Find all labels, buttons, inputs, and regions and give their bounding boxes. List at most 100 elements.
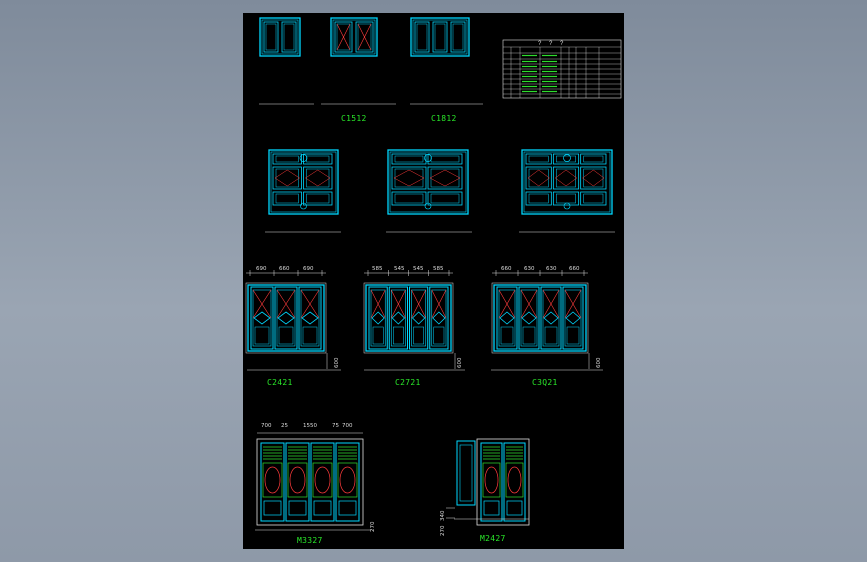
win-row2a-cell xyxy=(272,166,302,190)
win-row2b-open-mark xyxy=(393,169,425,187)
win-row2b-inner xyxy=(389,151,467,213)
c2421-open-mark xyxy=(300,289,320,319)
win-row2c-cell xyxy=(580,166,607,190)
c3021-lower-panel xyxy=(522,326,536,345)
win-row2b-cell xyxy=(391,153,427,165)
win-row2c-cell-inner xyxy=(583,155,604,163)
c2421-leaf xyxy=(250,286,274,350)
win-row2b-cell xyxy=(427,166,463,190)
win-row2a-open-mark xyxy=(274,169,300,187)
m2427-outer xyxy=(476,438,530,526)
c3021-lower-panel xyxy=(500,326,514,345)
c3021-leaf xyxy=(496,286,518,350)
win-row2c-cell-inner xyxy=(556,193,576,204)
label-c1812: C1812 xyxy=(431,114,457,123)
win-row2b-outer xyxy=(387,149,469,215)
dim-c3021-3: 630 xyxy=(546,266,557,272)
label-m3327: M3327 xyxy=(297,536,323,545)
m3327-kick-panel xyxy=(263,500,282,516)
c1512b-pane-inner xyxy=(336,23,351,51)
c3021-open-mark xyxy=(564,289,582,319)
c2421-open-mark xyxy=(252,289,272,319)
c1812-inner xyxy=(412,19,468,55)
win-row2a-cell-inner xyxy=(306,193,330,204)
c2721-lower-panel xyxy=(413,326,424,345)
c2421-medallion xyxy=(253,311,271,325)
m3327-ornament xyxy=(339,466,356,494)
c1512a-inner xyxy=(261,19,299,55)
c1512b-pane-inner xyxy=(357,23,372,51)
c2721-leaf xyxy=(368,286,388,350)
c2721-open-mark xyxy=(431,289,447,319)
dim-m3327-5: 700 xyxy=(342,423,353,429)
m2427-panel xyxy=(482,462,501,498)
win-row2c-open-mark xyxy=(527,169,550,187)
win-row2c-open-mark xyxy=(582,169,605,187)
c3021-medallion xyxy=(565,311,581,325)
c1512b-outer xyxy=(330,17,378,57)
c3021-leaf-inner xyxy=(564,289,582,347)
win-row2a-cell xyxy=(303,191,333,206)
win-row2b-rosette xyxy=(424,154,432,162)
m3327-leaf xyxy=(335,442,360,522)
m3327-outer xyxy=(256,438,364,526)
win-row2c-cell-inner xyxy=(556,168,576,188)
m3327-ornament xyxy=(314,466,331,494)
c1812-pane-inner xyxy=(452,23,464,51)
c3021-medallion xyxy=(543,311,559,325)
win-row2b-cell-inner xyxy=(394,155,424,163)
win-row2b-cell-inner xyxy=(430,155,460,163)
c1512a-pane xyxy=(263,21,279,53)
dim-m2427-v1: 270 xyxy=(440,525,446,537)
dim-c3021-2: 630 xyxy=(524,266,535,272)
c2721-open-mark xyxy=(370,289,386,319)
c2721-leaf xyxy=(388,286,408,350)
c2721-medallion xyxy=(371,311,385,325)
c3021-leaf-inner xyxy=(520,289,538,347)
c2721-medallion xyxy=(391,311,406,325)
win-row2a-cell xyxy=(272,191,302,206)
dim-m3327-3: 1550 xyxy=(303,423,317,429)
win-row2c-cell-inner xyxy=(583,193,604,204)
c2421-medallion xyxy=(277,311,295,325)
win-row2a-cell xyxy=(303,166,333,190)
c2421-leaf-inner xyxy=(300,289,320,347)
label-c2721: C2721 xyxy=(395,378,421,387)
c1812-pane-inner xyxy=(434,23,446,51)
win-row2c-cell xyxy=(552,153,580,165)
c3021-medallion xyxy=(521,311,537,325)
c2421-leaf xyxy=(274,286,298,350)
win-row2b-cell xyxy=(391,166,427,190)
c1512a-pane xyxy=(281,21,297,53)
win-row2b-cell xyxy=(427,191,463,206)
win-row2a-cell-inner xyxy=(275,193,299,204)
table-title: ? ? ? xyxy=(538,41,567,47)
win-row2b-cell-inner xyxy=(430,168,460,188)
win-row2c-cell xyxy=(552,166,580,190)
dim-m3327-1: 700 xyxy=(261,423,272,429)
c2421-lower-panel xyxy=(278,326,294,345)
cad-drawing xyxy=(245,17,622,531)
c1812-pane xyxy=(450,21,466,53)
c1512b-open-mark xyxy=(336,23,351,51)
c2421-leaf-inner xyxy=(276,289,296,347)
dim-c3021-4: 660 xyxy=(569,266,580,272)
m2427-side-window xyxy=(456,440,476,506)
c2421-open-mark xyxy=(276,289,296,319)
m3327-kick-panel xyxy=(313,500,332,516)
label-c2421: C2421 xyxy=(267,378,293,387)
win-row2a-cell xyxy=(272,153,302,165)
win-row2c-cell xyxy=(525,166,552,190)
c1512a-outer xyxy=(259,17,301,57)
win-row2c-cell xyxy=(580,153,607,165)
c2721-lower-panel xyxy=(393,326,404,345)
m3327-leaf xyxy=(285,442,310,522)
win-row2c-rosette xyxy=(563,154,571,162)
c3021-opening xyxy=(491,282,589,354)
dim-c2721-2: 545 xyxy=(394,266,405,272)
win-row2c-cell xyxy=(552,191,580,206)
win-row2a-rosette xyxy=(299,154,308,162)
c1812-pane-inner xyxy=(416,23,428,51)
c3021-medallion xyxy=(499,311,515,325)
dim-c2721-3: 545 xyxy=(413,266,424,272)
